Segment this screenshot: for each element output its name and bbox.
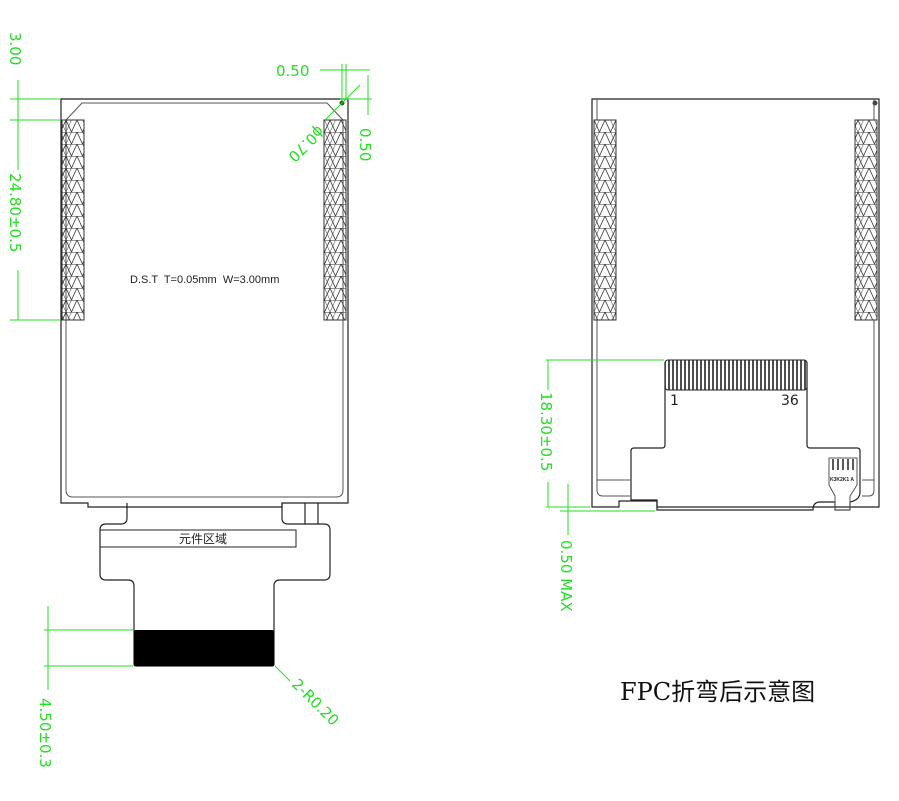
- fpc-connector-pins: [664, 359, 808, 391]
- dim-gold-finger: 4.50±0.3: [36, 698, 54, 768]
- backlight-tab: [828, 457, 858, 511]
- backlight-component-label: K3K2K1 A: [830, 477, 854, 483]
- dim-corner-radius: 2-R0.20: [288, 675, 342, 729]
- tape-right-back: [854, 119, 878, 321]
- dim-tape-length: 24.80±0.5: [6, 173, 24, 252]
- active-area-outline: [65, 102, 344, 498]
- dimensions-back: 18.30±0.5 0.50 MAX: [537, 359, 664, 612]
- tape-left-back: [593, 119, 617, 321]
- tape-note: D.S.T T=0.05mm W=3.00mm: [130, 274, 279, 286]
- pin-last-label: 36: [781, 393, 799, 409]
- back-view: 1 36 K3K2K1 A 18.30±0.5 0.50 MAX FPC折弯后示…: [537, 98, 880, 706]
- dim-hole-diameter: ϕ0.70: [285, 122, 328, 165]
- dim-connector-height: 18.30±0.5: [537, 392, 555, 471]
- tape-left: [61, 119, 85, 321]
- fpc-bent-outline: [630, 362, 861, 511]
- gold-finger: [134, 630, 274, 666]
- dim-hole-offset-x: 0.50: [276, 62, 309, 80]
- lcd-outline: [60, 98, 349, 508]
- dim-fpc-overhang: 0.50 MAX: [557, 540, 575, 612]
- caption-fpc-bent: FPC折弯后示意图: [620, 678, 815, 706]
- dim-hole-offset-y: 0.50: [356, 128, 374, 161]
- pin-first-label: 1: [670, 393, 679, 409]
- component-area-label: 元件区域: [179, 532, 227, 546]
- dim-top-gap: 3.00: [6, 32, 24, 65]
- tape-right: [323, 119, 347, 321]
- component-area-box: [99, 529, 297, 548]
- lcd-back-outline: [591, 98, 880, 508]
- front-view: D.S.T T=0.05mm W=3.00mm 元件区域 3.00 24.80±…: [6, 32, 374, 768]
